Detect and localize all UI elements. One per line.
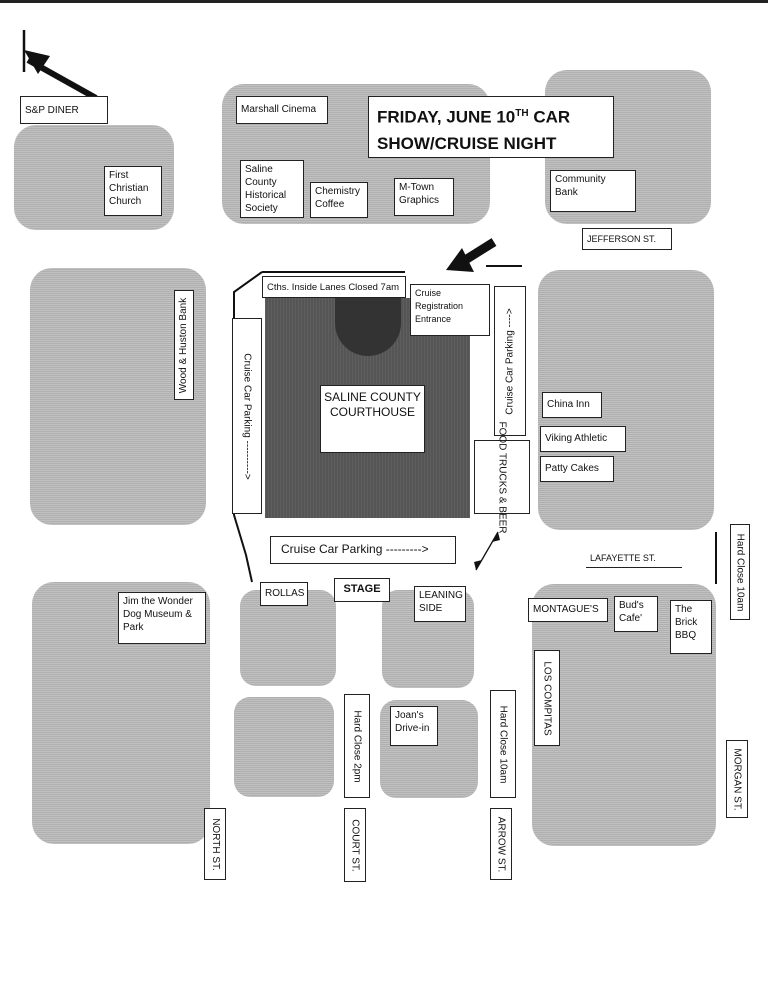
- jim-wonder-dog-label: Jim the Wonder Dog Museum & Park: [118, 592, 206, 644]
- registration-arrow-head: [446, 248, 474, 272]
- wood-huston-label: Wood & Huston Bank: [174, 290, 194, 400]
- viking-athletic-label: Viking Athletic: [540, 426, 626, 452]
- first-christian-label: First Christian Church: [104, 166, 162, 216]
- registration-arrow-shaft: [459, 238, 497, 266]
- los-compitas-text: LOS COMPITAS: [541, 660, 553, 736]
- cruise-route-line: [233, 271, 263, 583]
- cruise-parking-bottom-label: Cruise Car Parking --------->: [270, 536, 456, 564]
- jefferson-street-label: JEFFERSON ST.: [582, 228, 672, 250]
- morgan-street-text: MORGAN ST.: [731, 747, 743, 811]
- title-line1-end: CAR: [528, 107, 571, 127]
- hard-close-arrow-text: Hard Close 10am: [497, 705, 509, 783]
- hard-close-lafayette-text: Hard Close 10am: [734, 533, 746, 611]
- joans-drivein-label: Joan's Drive-in: [390, 706, 438, 746]
- title-line2: SHOW/CRUISE NIGHT: [377, 133, 557, 153]
- block-rollas: [240, 590, 336, 686]
- saline-historical-label: Saline County Historical Society: [240, 160, 304, 218]
- stage-label: STAGE: [334, 578, 390, 602]
- rollas-label: ROLLAS: [260, 582, 308, 606]
- leaning-side-label: LEANING SIDE: [414, 586, 466, 622]
- north-street-label: NORTH ST.: [204, 808, 226, 880]
- inside-lanes-label: Cths. Inside Lanes Closed 7am: [262, 276, 406, 298]
- court-street-text: COURT ST.: [349, 818, 361, 872]
- buds-cafe-label: Bud's Cafe': [614, 596, 658, 632]
- arrow-street-text: ARROW ST.: [495, 816, 507, 872]
- los-compitas-label: LOS COMPITAS: [534, 650, 560, 746]
- mtown-graphics-label: M-Town Graphics: [394, 178, 454, 216]
- lafayette-street-label: LAFAYETTE ST.: [586, 546, 682, 568]
- food-trucks-text: FOOD TRUCKS & BEER: [496, 420, 508, 534]
- hard-close-2pm-text: Hard Close 2pm: [351, 709, 363, 783]
- block-south-left: [234, 697, 334, 797]
- hard-close-2pm-label: Hard Close 2pm: [344, 694, 370, 798]
- arrow-street-label: ARROW ST.: [490, 808, 512, 880]
- patty-cakes-label: Patty Cakes: [540, 456, 614, 482]
- cruise-parking-left-label: Cruise Car Parking ---------->: [232, 318, 262, 514]
- cruise-parking-right-text: Cruise Car Parking ---->: [504, 307, 516, 415]
- hard-close-arrow-label: Hard Close 10am: [490, 690, 516, 798]
- title-sup: TH: [515, 108, 529, 119]
- wood-huston-text: Wood & Huston Bank: [178, 297, 190, 393]
- marshall-cinema-label: Marshall Cinema: [236, 96, 328, 124]
- court-street-label: COURT ST.: [344, 808, 366, 882]
- brick-bbq-label: The Brick BBQ: [670, 600, 712, 654]
- sp-diner-label: S&P DINER: [20, 96, 108, 124]
- north-street-text: NORTH ST.: [209, 817, 221, 871]
- cruise-parking-right-label: Cruise Car Parking ---->: [494, 286, 526, 436]
- top-border: [0, 0, 768, 3]
- event-title: FRIDAY, JUNE 10TH CAR SHOW/CRUISE NIGHT: [368, 96, 614, 158]
- cruise-parking-left-text: Cruise Car Parking ---------->: [241, 352, 253, 480]
- hard-close-lafayette-label: Hard Close 10am: [730, 524, 750, 620]
- food-trucks-label: FOOD TRUCKS & BEER: [474, 421, 530, 533]
- diner-arrow-head: [24, 50, 50, 74]
- chemistry-coffee-label: Chemistry Coffee: [310, 182, 368, 218]
- montagues-label: MONTAGUE'S: [528, 598, 608, 622]
- courthouse-label: SALINE COUNTY COURTHOUSE: [320, 385, 425, 453]
- community-bank-label: Community Bank: [550, 170, 636, 212]
- china-inn-label: China Inn: [542, 392, 602, 418]
- courthouse-dome: [335, 298, 401, 356]
- title-line1: FRIDAY, JUNE 10: [377, 107, 516, 127]
- morgan-street-label: MORGAN ST.: [726, 740, 748, 818]
- cruise-registration-label: Cruise Registration Entrance: [410, 284, 490, 336]
